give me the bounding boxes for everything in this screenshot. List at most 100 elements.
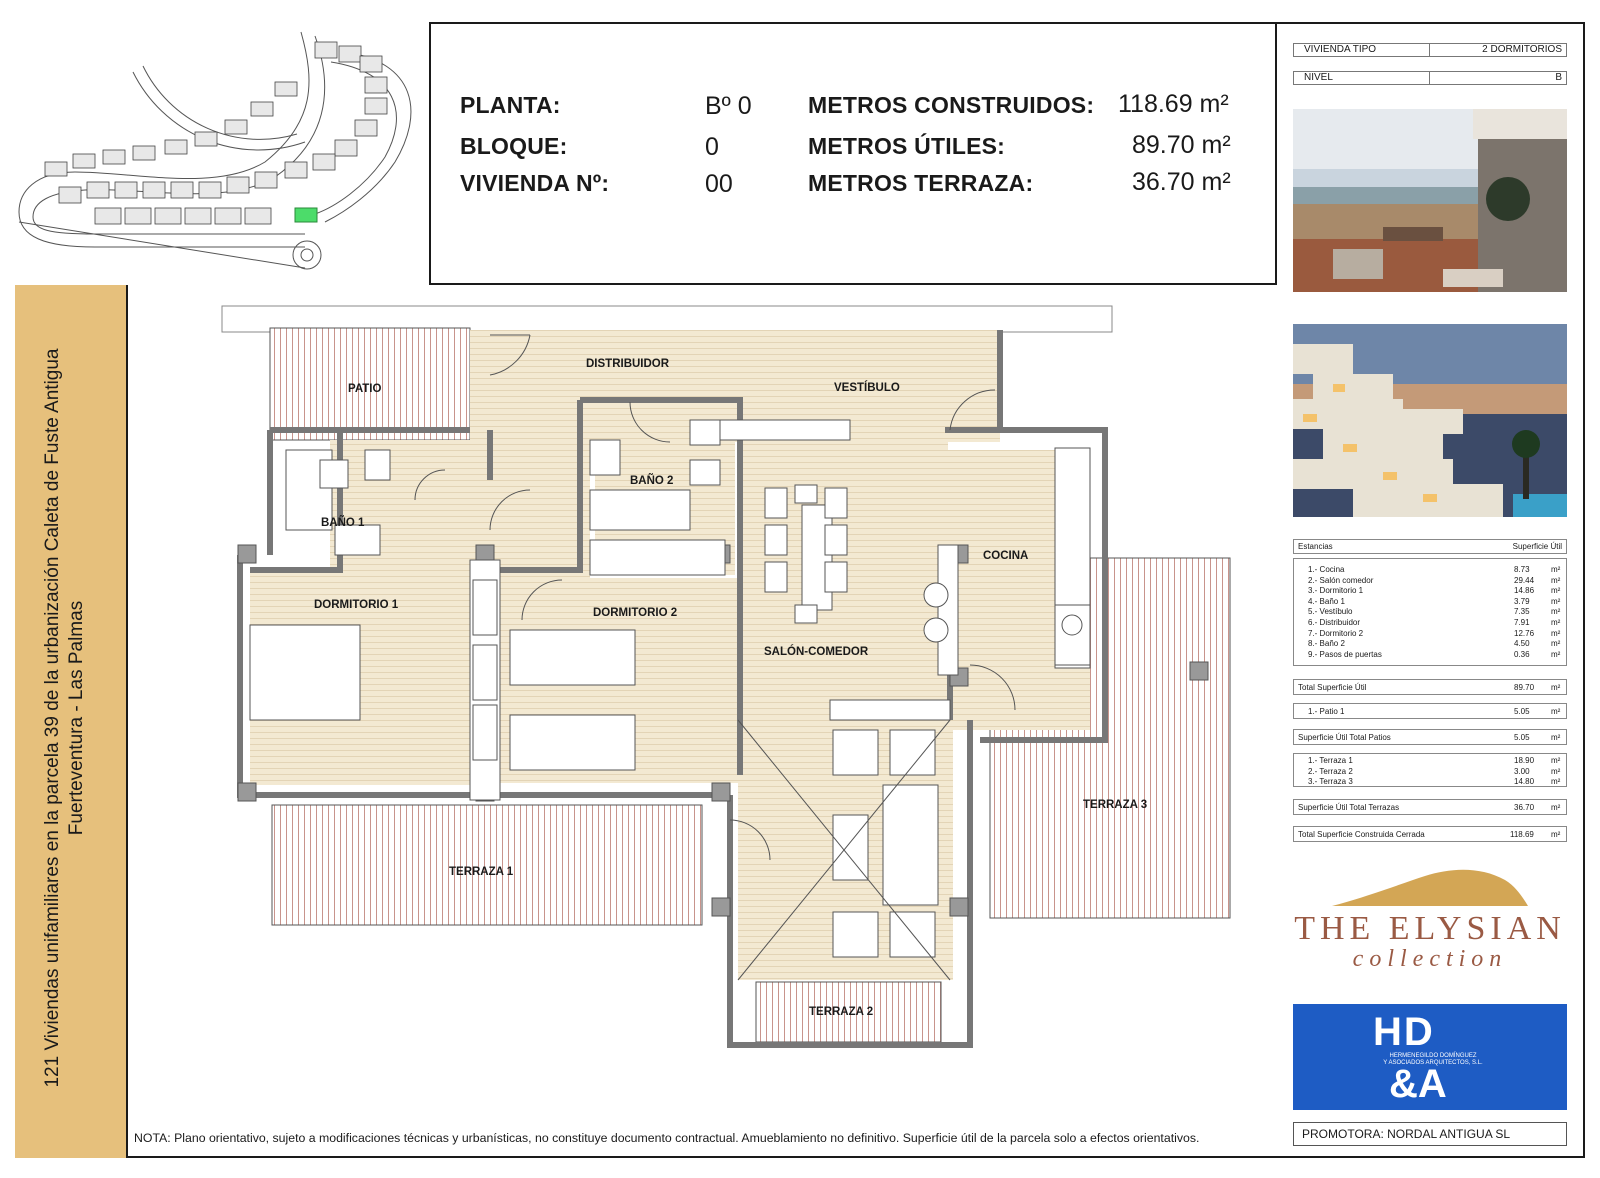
row-value: 7.91	[1514, 617, 1530, 627]
planta-label: PLANTA:	[460, 92, 561, 118]
row-value: 3.79	[1514, 596, 1530, 606]
table-row: 3.- Dormitorio 1 14.86 m²	[1294, 586, 1566, 597]
vivienda-tipo-label: VIVIENDA TIPO	[1304, 44, 1377, 55]
construida-total-row: Total Superficie Construida Cerrada 118.…	[1293, 826, 1567, 842]
row-value: 3.00	[1514, 766, 1530, 776]
vivienda-label: VIVIENDA Nº:	[460, 170, 610, 196]
row-value: 0.36	[1514, 649, 1530, 659]
label-cocina: COCINA	[983, 550, 1028, 562]
row-unit: m²	[1551, 766, 1561, 776]
row-name: 4.- Baño 1	[1308, 596, 1345, 606]
construida-total-unit: m²	[1551, 830, 1561, 839]
row-name: 2.- Salón comedor	[1308, 575, 1374, 585]
table-row: 6.- Distribuidor 7.91 m²	[1294, 618, 1566, 629]
table-header: Estancias Superficie Útil	[1293, 539, 1567, 554]
row-name: 5.- Vestíbulo	[1308, 607, 1353, 617]
label-distribuidor: DISTRIBUIDOR	[586, 358, 670, 370]
utiles-value: 89.70 m²	[1132, 131, 1231, 159]
terraza-label: METROS TERRAZA:	[808, 170, 1034, 196]
label-dormitorio-2: DORMITORIO 2	[593, 607, 677, 619]
row-name: 8.- Baño 2	[1308, 639, 1345, 649]
row-unit: m²	[1551, 607, 1561, 617]
table-header-left: Estancias	[1298, 542, 1333, 551]
project-line-2: Fuerteventura - Las Palmas	[66, 600, 87, 836]
vivienda-value: 00	[705, 170, 733, 198]
row-unit: m²	[1551, 586, 1561, 596]
building-photo	[1293, 324, 1567, 517]
vivienda-tipo-row: VIVIENDA TIPO 2 DORMITORIOS	[1293, 43, 1567, 57]
elysian-subtitle: collection	[1352, 946, 1508, 972]
total-util-unit: m²	[1551, 683, 1561, 692]
row-unit: m²	[1551, 777, 1561, 787]
row-value: 4.50	[1514, 639, 1530, 649]
row-value: 14.86	[1514, 586, 1535, 596]
hda-logo-bottom: &A	[1389, 1062, 1447, 1106]
total-util-label: Total Superficie Útil	[1298, 683, 1367, 692]
elysian-title: THE ELYSIAN	[1294, 910, 1566, 947]
nota-disclaimer: NOTA: Plano orientativo, sujeto a modifi…	[134, 1131, 1200, 1145]
nivel-label: NIVEL	[1304, 72, 1333, 83]
patios-total-row: Superficie Útil Total Patios 5.05 m²	[1293, 729, 1567, 745]
label-terraza-1: TERRAZA 1	[449, 866, 514, 878]
label-dormitorio-1: DORMITORIO 1	[314, 599, 399, 611]
bloque-label: BLOQUE:	[460, 133, 568, 159]
table-row: 5.- Vestíbulo 7.35 m²	[1294, 607, 1566, 618]
label-terraza-3: TERRAZA 3	[1083, 799, 1147, 811]
patios-total-label: Superficie Útil Total Patios	[1298, 733, 1391, 742]
nivel-value: B	[1555, 72, 1562, 83]
bloque-value: 0	[705, 133, 719, 161]
hda-logo-top: HD	[1373, 1010, 1435, 1054]
row-unit: m²	[1551, 565, 1561, 574]
project-line-1: 121 Viviendas unifamiliares en la parcel…	[42, 348, 63, 1088]
row-name: 3.- Terraza 3	[1308, 777, 1353, 787]
label-bano-1: BAÑO 1	[321, 516, 365, 529]
utiles-label: METROS ÚTILES:	[808, 133, 1006, 159]
row-value: 12.76	[1514, 628, 1535, 638]
terrazas-total-unit: m²	[1551, 803, 1561, 812]
table-row: 7.- Dormitorio 2 12.76 m²	[1294, 629, 1566, 640]
terrazas-total-value: 36.70	[1514, 803, 1535, 812]
vivienda-tipo-value: 2 DORMITORIOS	[1482, 44, 1562, 55]
row-unit: m²	[1551, 617, 1561, 627]
table-row: 3.- Terraza 3 14.80 m²	[1294, 777, 1566, 788]
site-plan	[15, 22, 431, 285]
row-unit: m²	[1551, 628, 1561, 638]
row-name: 1.- Cocina	[1308, 565, 1345, 574]
patio-row-unit: m²	[1551, 707, 1561, 716]
terraza-value: 36.70 m²	[1132, 168, 1231, 196]
project-sidebar: 121 Viviendas unifamiliares en la parcel…	[15, 285, 128, 1158]
promotora-text: PROMOTORA: NORDAL ANTIGUA SL	[1302, 1127, 1511, 1141]
patio-row: 1.- Patio 1 5.05 m²	[1293, 703, 1567, 719]
nivel-row: NIVEL B	[1293, 71, 1567, 85]
row-name: 9.- Pasos de puertas	[1308, 649, 1382, 659]
row-name: 2.- Terraza 2	[1308, 766, 1353, 776]
construida-total-value: 118.69	[1510, 830, 1534, 839]
row-value: 14.80	[1514, 777, 1535, 787]
highlighted-unit	[294, 207, 318, 223]
row-name: 7.- Dormitorio 2	[1308, 628, 1364, 638]
terrazas-total-row: Superficie Útil Total Terrazas 36.70 m²	[1293, 799, 1567, 815]
hda-caption-1: HERMENEGILDO DOMÍNGUEZ	[1389, 1053, 1477, 1059]
row-unit: m²	[1551, 575, 1561, 585]
row-value: 7.35	[1514, 607, 1530, 617]
row-unit: m²	[1551, 649, 1561, 659]
header-box	[15, 22, 1277, 285]
hda-logo: HD HERMENEGILDO DOMÍNGUEZ Y ASOCIADOS AR…	[1293, 1004, 1567, 1110]
construidos-label: METROS CONSTRUIDOS:	[808, 92, 1095, 118]
total-util-value: 89.70	[1514, 683, 1535, 692]
row-name: 3.- Dormitorio 1	[1308, 586, 1364, 596]
patios-total-value: 5.05	[1514, 733, 1530, 742]
row-value: 29.44	[1514, 575, 1535, 585]
planta-value: Bº 0	[705, 92, 752, 120]
table-header-right: Superficie Útil	[1512, 542, 1562, 551]
terraza-1-area	[271, 804, 703, 926]
table-row: 2.- Salón comedor 29.44 m²	[1294, 576, 1566, 587]
row-unit: m²	[1551, 639, 1561, 649]
row-name: 6.- Distribuidor	[1308, 617, 1361, 627]
construida-total-label: Total Superficie Construida Cerrada	[1298, 830, 1425, 839]
label-terraza-2: TERRAZA 2	[809, 1006, 873, 1018]
